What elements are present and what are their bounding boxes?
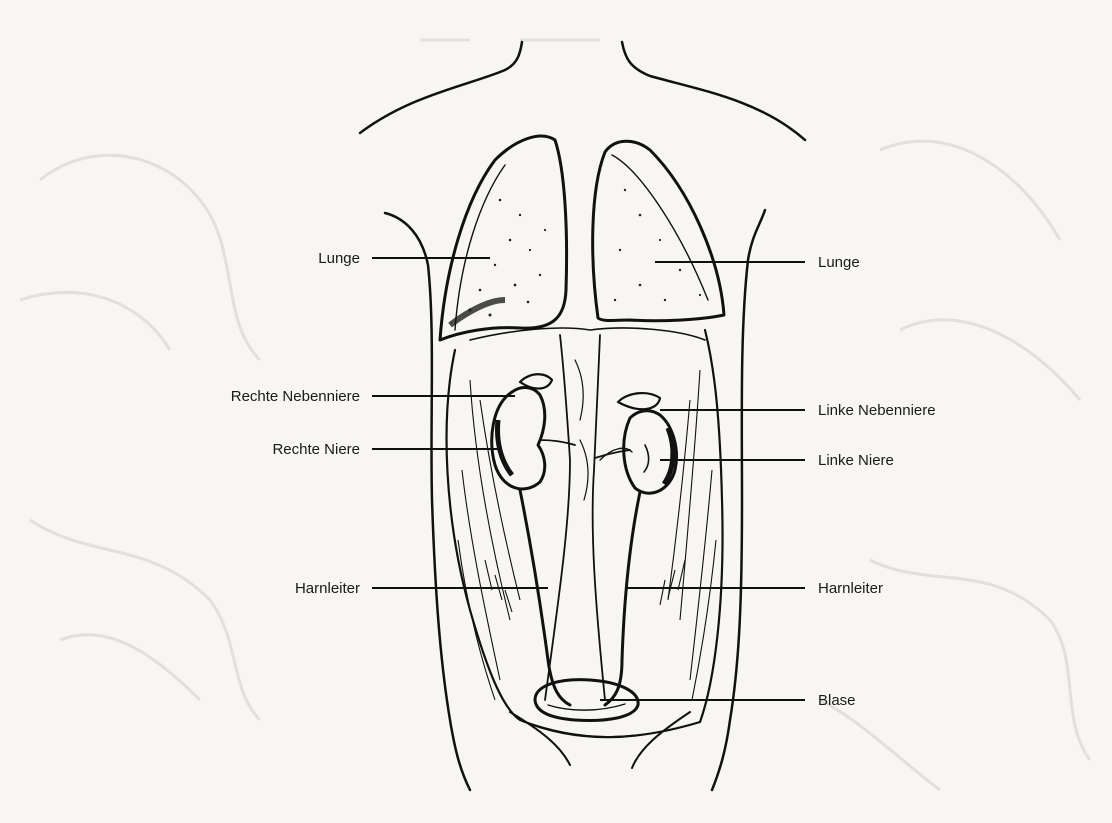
lung-left: [593, 141, 724, 321]
label-linke-niere: Linke Niere: [818, 452, 894, 469]
label-lunge-left: Lunge: [818, 254, 860, 271]
label-rechte-niere: Rechte Niere: [272, 441, 360, 458]
label-blase: Blase: [818, 692, 856, 709]
diaphragm-spine: [470, 328, 705, 700]
adrenal-left: [618, 393, 660, 409]
ureters: [520, 490, 640, 705]
muscle-hatching: [458, 370, 716, 700]
label-lunge-right: Lunge: [318, 250, 360, 267]
kidney-right: [492, 387, 545, 488]
torso-outline: [360, 42, 805, 790]
label-harnleiter-left: Harnleiter: [818, 580, 883, 597]
label-harnleiter-right: Harnleiter: [295, 580, 360, 597]
labels-left: Lunge Rechte Nebenniere Rechte Niere Har…: [231, 250, 360, 597]
label-linke-nebenniere: Linke Nebenniere: [818, 402, 936, 419]
label-rechte-nebenniere: Rechte Nebenniere: [231, 388, 360, 405]
lung-right: [440, 136, 567, 340]
